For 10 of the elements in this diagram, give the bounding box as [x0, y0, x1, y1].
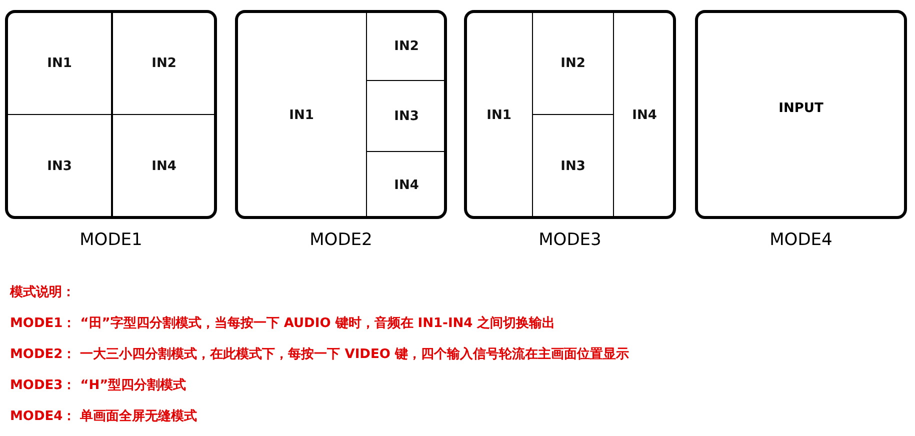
mode-caption: MODE2: [308, 230, 374, 250]
note-text: MODE1： “田”字型四分割模式，当每按一下 AUDIO 键时，音频在 IN1-IN4 之间切换输出: [10, 314, 556, 332]
mode-caption: MODE4: [768, 230, 834, 250]
input-label: INPUT: [778, 101, 824, 116]
mode-caption: MODE1: [78, 230, 144, 250]
mode-caption: MODE3: [538, 230, 602, 250]
note-text: MODE3： “H”型四分割模式: [10, 376, 186, 394]
note-text: MODE4： 单画面全屏无缝模式: [10, 408, 198, 425]
note-heading: 模式说明：: [10, 284, 75, 301]
note-text: MODE2： 一大三小四分割模式，在此模式下，每按一下 VIDEO 键，四个输入信号轮流在主画面位置显示: [10, 346, 629, 363]
